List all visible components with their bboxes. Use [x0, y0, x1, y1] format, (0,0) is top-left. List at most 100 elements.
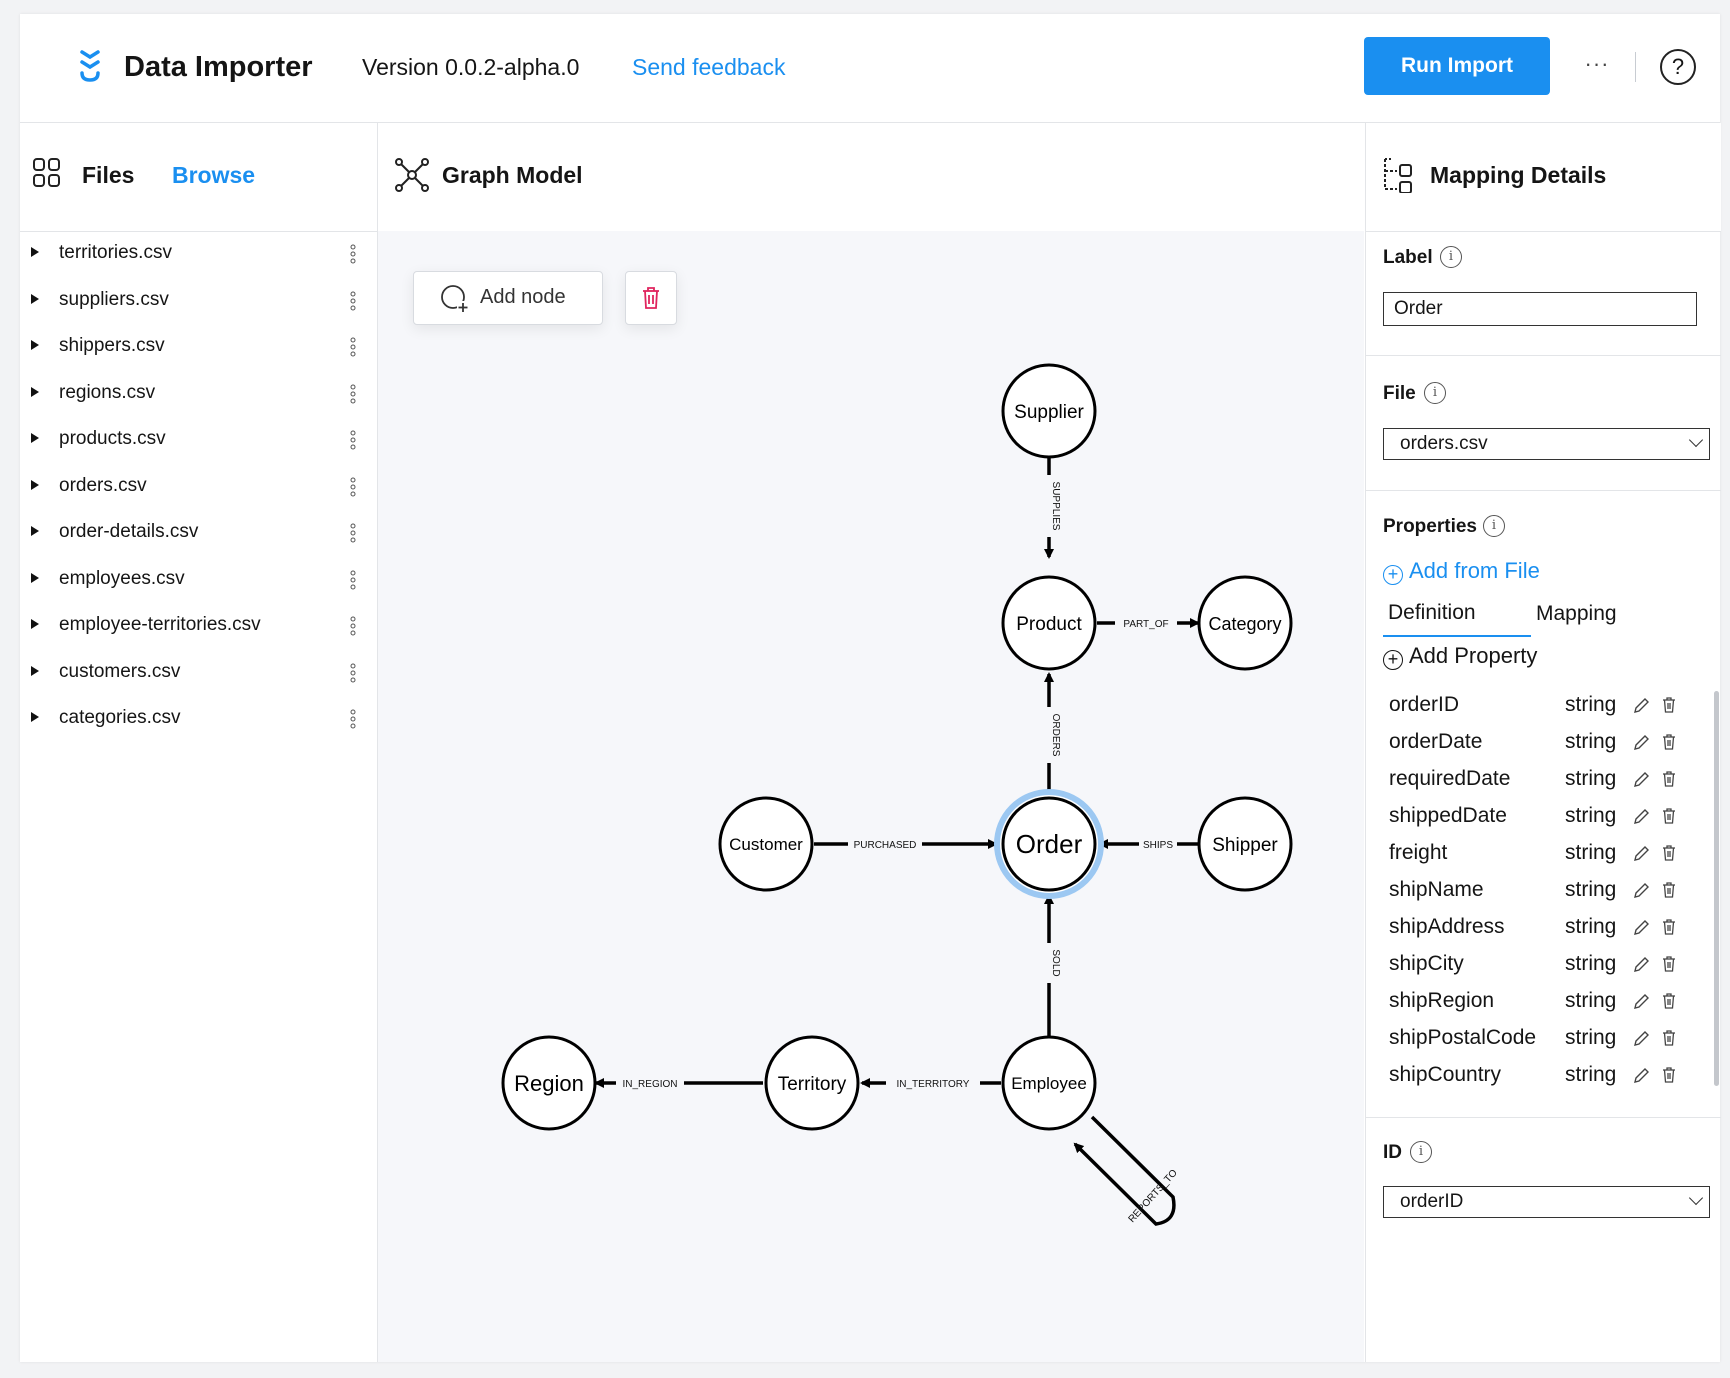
- property-type: string: [1565, 952, 1617, 975]
- expand-arrow-icon[interactable]: [31, 479, 39, 490]
- node-order[interactable]: Order: [994, 789, 1104, 899]
- pencil-icon[interactable]: [1633, 733, 1651, 751]
- trash-icon[interactable]: [1662, 992, 1676, 1010]
- file-name: customers.csv: [59, 660, 181, 682]
- graph-panel-header: Graph Model: [378, 123, 1364, 232]
- kebab-menu-icon[interactable]: [350, 243, 356, 265]
- kebab-menu-icon[interactable]: [350, 476, 356, 498]
- label-input[interactable]: [1383, 292, 1697, 326]
- node-customer[interactable]: Customer: [718, 796, 814, 892]
- run-import-button[interactable]: Run Import: [1364, 37, 1550, 95]
- pencil-icon[interactable]: [1633, 807, 1651, 825]
- node-shipper[interactable]: Shipper: [1197, 796, 1293, 892]
- kebab-menu-icon[interactable]: [350, 383, 356, 405]
- trash-icon[interactable]: [1662, 1029, 1676, 1047]
- trash-icon[interactable]: [1662, 733, 1676, 751]
- trash-icon[interactable]: [1662, 881, 1676, 899]
- trash-icon[interactable]: [1662, 844, 1676, 862]
- kebab-menu-icon[interactable]: [350, 290, 356, 312]
- node-product[interactable]: Product: [1001, 575, 1097, 671]
- pencil-icon[interactable]: [1633, 1029, 1651, 1047]
- node-territory[interactable]: Territory: [764, 1035, 860, 1131]
- node-customer-label: Customer: [729, 835, 803, 854]
- property-type: string: [1565, 1063, 1617, 1086]
- graph-model-icon: [395, 158, 429, 192]
- file-row[interactable]: territories.csv: [20, 231, 377, 278]
- id-select[interactable]: orderID: [1383, 1186, 1710, 1218]
- pencil-icon[interactable]: [1633, 696, 1651, 714]
- kebab-menu-icon[interactable]: [350, 708, 356, 730]
- browse-link[interactable]: Browse: [172, 162, 256, 188]
- trash-icon[interactable]: [1662, 918, 1676, 936]
- tab-mapping[interactable]: Mapping: [1536, 602, 1617, 625]
- reports-to-edge[interactable]: [1073, 1115, 1176, 1226]
- expand-arrow-icon[interactable]: [31, 293, 39, 304]
- expand-arrow-icon[interactable]: [31, 619, 39, 629]
- mapping-details-panel: Mapping Details Label i File i orders.cs…: [1365, 123, 1721, 1362]
- pencil-icon[interactable]: [1633, 918, 1651, 936]
- file-row[interactable]: employees.csv: [20, 557, 377, 604]
- graph-canvas[interactable]: SUPPLIES PART_OF ORDERS PURCHASED SHIPS …: [378, 231, 1364, 1362]
- pencil-icon[interactable]: [1633, 955, 1651, 973]
- trash-icon[interactable]: [1662, 696, 1676, 714]
- node-employee[interactable]: Employee: [1001, 1035, 1097, 1131]
- node-supplier[interactable]: Supplier: [1001, 363, 1097, 459]
- expand-arrow-icon[interactable]: [31, 386, 39, 397]
- trash-icon[interactable]: [1662, 770, 1676, 788]
- add-property-link[interactable]: +Add Property: [1383, 642, 1537, 670]
- file-select[interactable]: orders.csv: [1383, 428, 1710, 460]
- file-row[interactable]: order-details.csv: [20, 510, 377, 557]
- kebab-menu-icon[interactable]: [350, 336, 356, 358]
- kebab-menu-icon[interactable]: [350, 662, 356, 684]
- file-row[interactable]: regions.csv: [20, 371, 377, 418]
- node-category[interactable]: Category: [1197, 575, 1293, 671]
- expand-arrow-icon[interactable]: [31, 340, 39, 350]
- trash-icon[interactable]: [1662, 807, 1676, 825]
- kebab-menu-icon[interactable]: [350, 429, 356, 451]
- expand-arrow-icon[interactable]: [31, 665, 39, 676]
- file-row[interactable]: categories.csv: [20, 696, 377, 743]
- header-divider: [1635, 52, 1636, 82]
- property-name: freight: [1389, 841, 1448, 864]
- file-row[interactable]: employee-territories.csv: [20, 603, 377, 650]
- file-row[interactable]: shippers.csv: [20, 324, 377, 371]
- file-row[interactable]: orders.csv: [20, 464, 377, 511]
- node-employee-label: Employee: [1011, 1074, 1087, 1093]
- pencil-icon[interactable]: [1633, 1066, 1651, 1084]
- kebab-menu-icon[interactable]: [350, 569, 356, 591]
- property-name: shipCountry: [1389, 1063, 1502, 1086]
- expand-arrow-icon[interactable]: [31, 712, 39, 722]
- property-list-scrollbar[interactable]: [1714, 691, 1719, 1086]
- file-row[interactable]: customers.csv: [20, 650, 377, 697]
- help-icon[interactable]: ?: [1660, 49, 1696, 85]
- node-category-label: Category: [1208, 614, 1281, 634]
- property-type: string: [1565, 915, 1617, 938]
- expand-arrow-icon[interactable]: [31, 247, 39, 257]
- pencil-icon[interactable]: [1633, 992, 1651, 1010]
- pencil-icon[interactable]: [1633, 881, 1651, 899]
- add-node-button[interactable]: Add node: [413, 271, 603, 325]
- expand-arrow-icon[interactable]: [31, 572, 39, 583]
- label-info-icon[interactable]: i: [1440, 246, 1462, 268]
- trash-icon[interactable]: [1662, 1066, 1676, 1084]
- file-row[interactable]: suppliers.csv: [20, 278, 377, 325]
- more-options-icon[interactable]: ···: [1584, 51, 1610, 76]
- pencil-icon[interactable]: [1633, 770, 1651, 788]
- file-name: employee-territories.csv: [59, 614, 261, 635]
- trash-icon[interactable]: [1662, 955, 1676, 973]
- delete-button[interactable]: [625, 271, 677, 325]
- expand-arrow-icon[interactable]: [31, 433, 39, 443]
- node-region[interactable]: Region: [501, 1035, 597, 1131]
- add-from-file-link[interactable]: +Add from File: [1383, 557, 1540, 585]
- properties-info-icon[interactable]: i: [1483, 515, 1505, 537]
- file-row[interactable]: products.csv: [20, 417, 377, 464]
- tab-definition[interactable]: Definition: [1388, 601, 1476, 624]
- id-info-icon[interactable]: i: [1410, 1141, 1432, 1163]
- file-info-icon[interactable]: i: [1424, 382, 1446, 404]
- send-feedback-link[interactable]: Send feedback: [632, 54, 786, 80]
- pencil-icon[interactable]: [1633, 844, 1651, 862]
- kebab-menu-icon[interactable]: [350, 522, 356, 544]
- expand-arrow-icon[interactable]: [31, 526, 39, 536]
- kebab-menu-icon[interactable]: [350, 615, 356, 637]
